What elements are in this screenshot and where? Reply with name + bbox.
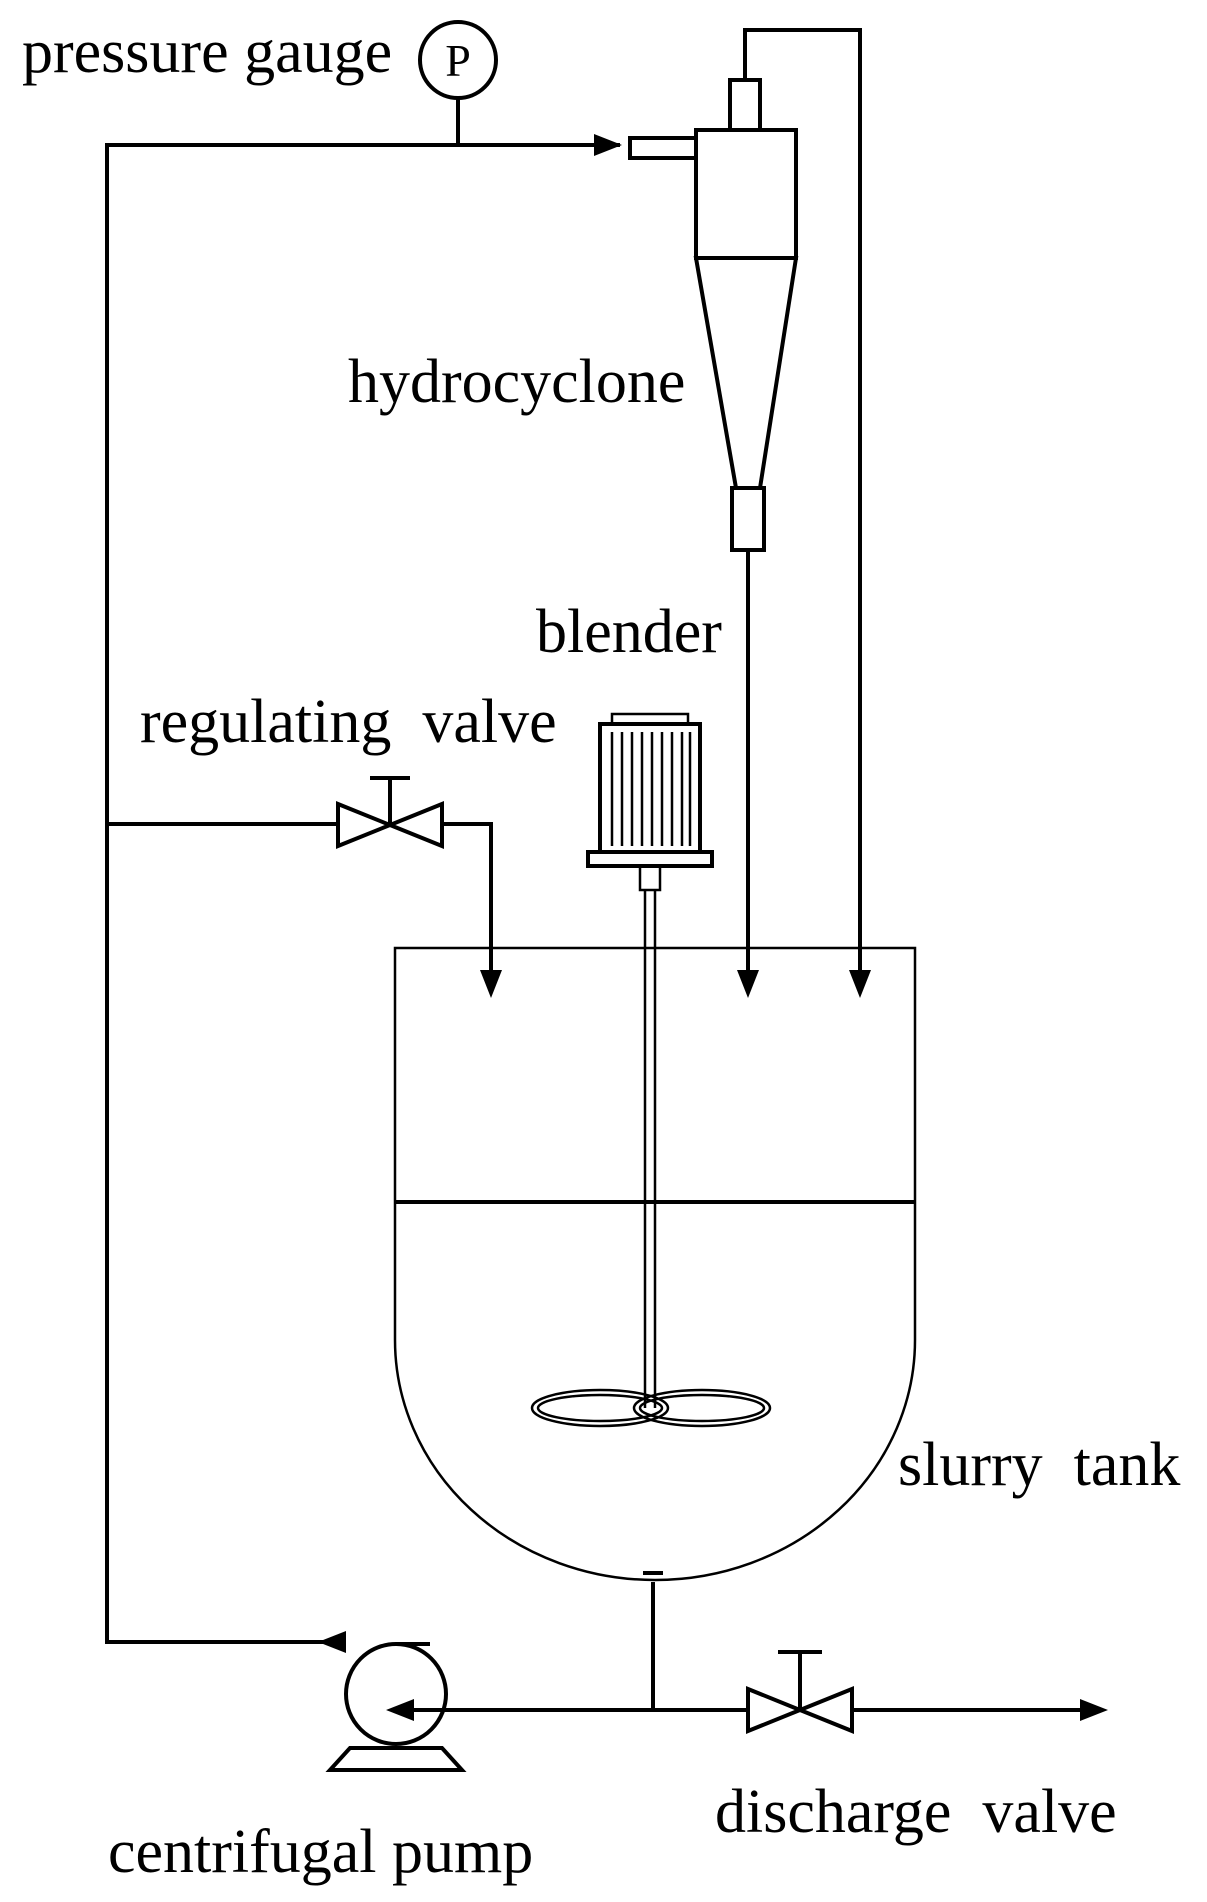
underflow-line [737,550,759,998]
discharge-arrow-icon [1080,1699,1108,1721]
bypass-arrow-icon [480,970,502,998]
overflow-arrow-icon [849,970,871,998]
pressure-gauge-symbol: P [445,35,471,86]
pump-inlet-arrow-icon [386,1699,414,1721]
slurry-tank-label: slurry tank [898,1431,1180,1499]
impeller-right-blade [632,1388,772,1428]
pressure-gauge-label: pressure gauge [22,18,392,86]
regulating-valve-left-triangle [336,801,396,849]
blender-motor [598,722,702,854]
regulating-valve-label: regulating valve [140,688,557,756]
discharge-valve-label: discharge valve [715,1778,1117,1846]
feed-line [105,134,622,1653]
regulating-valve-right-triangle [384,801,444,849]
underflow-arrow-icon [737,970,759,998]
regulating-valve [336,776,444,849]
bypass-line [107,822,502,998]
discharge-valve-right-triangle [794,1686,854,1734]
centrifugal-pump-label: centrifugal pump [108,1818,533,1886]
discharge-valve-left-triangle [746,1686,806,1734]
slurry-tank [393,946,917,1582]
impeller-left-blade [530,1388,670,1428]
discharge-valve [746,1650,854,1734]
hydrocyclone [628,78,799,552]
blender [530,712,772,1428]
hydrocyclone-label: hydrocyclone [348,348,685,416]
centrifugal-pump [325,1642,467,1772]
overflow-line [743,28,871,998]
pump-outlet-arrow-icon [318,1631,346,1653]
blender-label: blender [536,598,722,666]
tank-outlet-line [386,1582,1108,1721]
feed-arrow-icon [594,134,622,156]
pressure-gauge: P [418,20,498,145]
